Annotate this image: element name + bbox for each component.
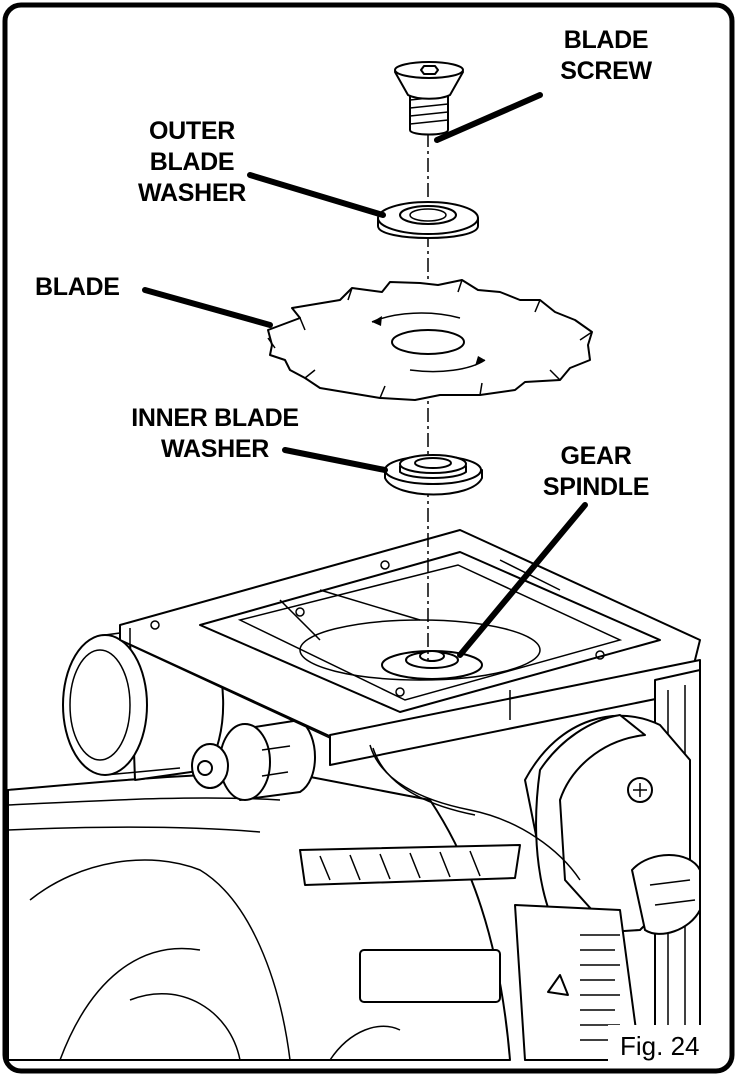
- caption-background: [608, 1025, 718, 1065]
- label-outer-blade-washer-line2: BLADE: [150, 148, 235, 176]
- figure-caption: Fig. 24: [620, 1031, 700, 1061]
- label-blade-screw-line2: SCREW: [560, 57, 652, 85]
- label-gear-spindle-line1: GEAR: [560, 442, 631, 470]
- leader-blade-screw: [434, 92, 543, 143]
- outer-blade-washer-drawing: [377, 201, 479, 239]
- label-outer-blade-washer-line3: WASHER: [138, 179, 246, 207]
- label-blade: BLADE: [35, 273, 120, 301]
- label-inner-blade-washer-line1: INNER BLADE: [131, 404, 299, 432]
- saw-blade-drawing: [267, 279, 593, 401]
- inner-blade-washer-drawing: [384, 454, 483, 496]
- label-blade-screw-line1: BLADE: [564, 26, 649, 54]
- label-inner-blade-washer-line2: WASHER: [161, 435, 269, 463]
- leader-blade: [142, 287, 273, 328]
- saw-body-drawing: [7, 529, 701, 1061]
- leader-inner-blade-washer: [282, 447, 388, 473]
- label-gear-spindle-line2: SPINDLE: [543, 473, 649, 501]
- leader-gear-spindle: [457, 502, 588, 658]
- leader-outer-blade-washer: [247, 172, 386, 218]
- blade-screw-drawing: [394, 61, 464, 136]
- label-outer-blade-washer-line1: OUTER: [149, 117, 235, 145]
- leader-lines: [142, 92, 588, 658]
